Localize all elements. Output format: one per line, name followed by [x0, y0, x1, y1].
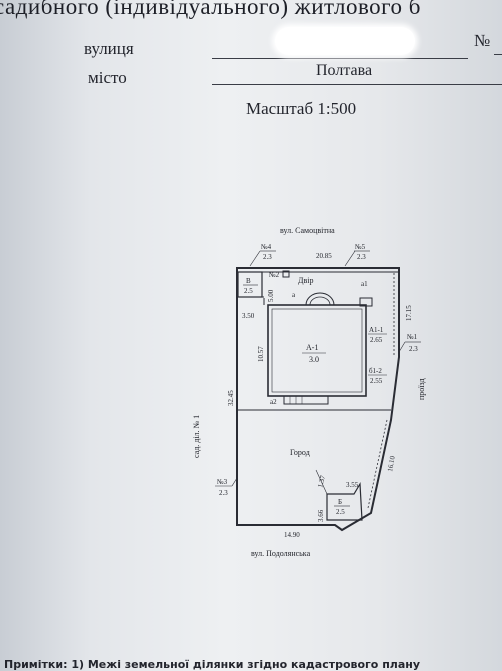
building-a1-height: 3.0	[309, 355, 319, 364]
dim-left: 32.45	[227, 390, 235, 406]
dim-500: 5.00	[267, 289, 275, 302]
side-left-label: сад. діл. № 1	[192, 415, 201, 458]
dim-350: 3.50	[242, 312, 255, 320]
shed-b-label: Б	[338, 498, 342, 506]
yard-label: Двір	[298, 276, 313, 285]
ext-a12-label: б1-2	[369, 367, 382, 375]
shed-b-height: 2.5	[336, 508, 345, 516]
porch-a1	[359, 297, 373, 307]
marker-5-label: №5	[355, 243, 366, 251]
dim-right-top: 17.15	[405, 305, 413, 321]
marker-3-leader	[231, 477, 238, 487]
marker-1-leader	[398, 341, 406, 353]
dim-top: 20.85	[316, 252, 332, 260]
marker-5-value: 2.3	[357, 253, 366, 261]
parcel-boundary	[236, 267, 400, 532]
city-value: Полтава	[316, 62, 373, 79]
shed-b-dim-line	[315, 469, 328, 495]
marker-2-label: №2	[269, 271, 280, 279]
street-top-label: вул. Самоцвітна	[280, 226, 335, 235]
marker-3-label: №3	[217, 478, 228, 486]
marker-4-label: №4	[261, 243, 272, 251]
dim-1057: 10.57	[257, 346, 265, 362]
city-label: місто	[88, 68, 127, 87]
building-a1-label: А-1	[306, 343, 318, 352]
garden-label: Город	[290, 448, 310, 457]
house-number-label: №	[474, 31, 491, 50]
shed-v-label: В	[246, 277, 251, 285]
marker-1-label: №1	[407, 333, 418, 341]
scale-label: Масштаб 1:500	[246, 99, 357, 118]
building-a1-inner	[271, 308, 363, 393]
marker-4-value: 2.3	[263, 253, 272, 261]
street-bottom-label: вул. Подолянська	[251, 549, 311, 558]
side-right-label: проїзд	[417, 378, 426, 400]
porch-a2	[283, 395, 329, 405]
porch-a-label: а	[292, 291, 296, 299]
porch-a2-label: а2	[270, 398, 277, 406]
city-underline	[212, 84, 502, 85]
porch-a-steps-inner	[309, 296, 331, 306]
shed-v-height: 2.5	[244, 287, 253, 295]
marker-5-leader	[344, 250, 356, 267]
bottom-right-dashed-line	[367, 419, 388, 509]
shed-v	[237, 271, 263, 298]
porch-a-steps	[305, 292, 335, 306]
dim-366: 3.66	[317, 509, 325, 522]
notes-footer: Примітки: 1) Межі земельної ділянки згід…	[4, 658, 421, 671]
dim-right-bottom: 16.10	[386, 455, 397, 472]
house-number-underline	[494, 54, 502, 55]
dim-137: 1.37	[316, 474, 327, 488]
marker-3-value: 2.3	[219, 489, 228, 497]
dim-bottom: 14.90	[284, 531, 300, 539]
dim-355: 3.55	[346, 481, 359, 489]
street-label: вулиця	[84, 39, 134, 58]
document-title: садибного (індивідуального) житлового б	[0, 0, 421, 19]
ext-a12-height: 2.55	[370, 377, 383, 385]
shed-b	[326, 482, 363, 521]
marker-2-square	[282, 270, 290, 278]
marker-4-leader	[249, 250, 261, 267]
porch-a1-label: а1	[361, 280, 368, 288]
ext-a11-label: А1-1	[369, 326, 384, 334]
redacted-street-name	[275, 27, 415, 55]
marker-1-value: 2.3	[409, 345, 418, 353]
street-underline	[212, 58, 468, 59]
ext-a11-height: 2.65	[370, 336, 383, 344]
